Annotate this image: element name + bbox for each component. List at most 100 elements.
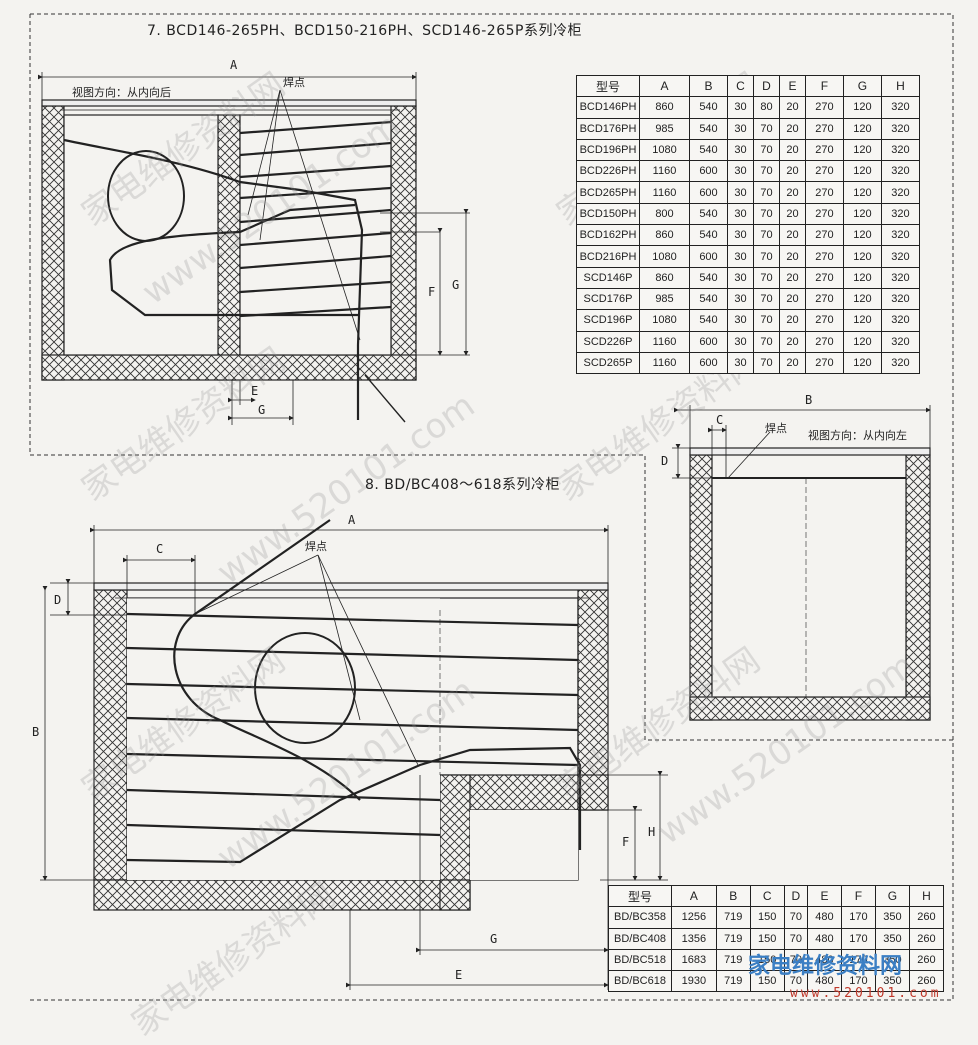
drawing-sheet: 家电维修资料网 www.520101.com 家电维修资料网 家电维修资料网 家…	[29, 13, 954, 1044]
table-cell: 30	[726, 202, 754, 226]
table-cell: 320	[880, 245, 921, 268]
table-cell: 1256	[671, 906, 717, 929]
section8-dim-e: E	[455, 968, 463, 982]
section8-dim-f: F	[622, 835, 630, 849]
section7-evaporator-tubes	[63, 120, 406, 423]
section8-dim-d: D	[54, 593, 62, 607]
table-cell: SCD196P	[576, 309, 640, 332]
section7-weld-label: 焊点	[283, 76, 305, 89]
table-cell: 320	[880, 309, 921, 332]
table-cell: 600	[689, 351, 728, 375]
table-header-cell: D	[783, 884, 808, 908]
table-cell: BCD226PH	[576, 160, 640, 183]
table-cell: 260	[908, 927, 945, 950]
table-header-cell: F	[804, 74, 844, 98]
table-cell: 70	[752, 224, 780, 247]
table-cell: 30	[726, 330, 754, 353]
table-cell: 985	[639, 117, 690, 140]
table-cell: BCD216PH	[576, 245, 640, 268]
table-cell: BCD162PH	[576, 224, 640, 247]
table-cell: 20	[778, 96, 806, 119]
table-cell: 70	[752, 138, 780, 162]
section7-title: 7. BCD146-265PH、BCD150-216PH、SCD146-265P…	[147, 23, 582, 39]
table-cell: 719	[715, 948, 751, 972]
table-cell: 1080	[639, 245, 690, 268]
table-header-cell: A	[671, 884, 717, 908]
table-cell: 70	[752, 287, 780, 311]
side-view-dim-b: B	[805, 393, 813, 407]
table-cell: 120	[842, 287, 882, 311]
table-cell: 80	[752, 96, 780, 119]
table-cell: 320	[880, 181, 921, 204]
table-cell: 120	[842, 351, 882, 375]
side-view-weld-label: 焊点	[765, 422, 787, 435]
table-cell: 270	[804, 287, 844, 311]
table-cell: 70	[752, 266, 780, 289]
table-cell: 860	[639, 224, 690, 247]
side-view-insulation-bottom	[689, 696, 931, 721]
table-cell: 1930	[671, 970, 717, 993]
table-cell: 1160	[639, 181, 690, 204]
side-view-lid	[689, 447, 931, 456]
table-cell: 170	[840, 927, 876, 950]
table-cell: 540	[689, 266, 728, 289]
table-cell: 20	[778, 202, 806, 226]
table-cell: 20	[778, 138, 806, 162]
table-cell: 270	[804, 138, 844, 162]
table-cell: 1080	[639, 138, 690, 162]
table-cell: 860	[639, 96, 690, 119]
table-cell: 600	[689, 160, 728, 183]
table-cell: 120	[842, 245, 882, 268]
section8-dim-g: G	[490, 932, 498, 946]
table-header-cell: E	[778, 74, 806, 98]
table-cell: 20	[778, 160, 806, 183]
table-cell: BD/BC358	[608, 906, 672, 929]
section8-compressor-box-wall	[439, 774, 471, 911]
table-cell: 30	[726, 138, 754, 162]
table-cell: 70	[752, 309, 780, 332]
table-cell: 480	[806, 906, 842, 929]
table-cell: 540	[689, 96, 728, 119]
side-view-insulation-left	[689, 454, 713, 721]
table-cell: 20	[778, 266, 806, 289]
table-cell: 719	[715, 906, 751, 929]
table-cell: 860	[639, 266, 690, 289]
table-header-cell: B	[715, 884, 751, 908]
table-cell: 30	[726, 160, 754, 183]
section8-dim-b: B	[32, 725, 40, 739]
table-cell: 70	[752, 330, 780, 353]
table-header-cell: D	[752, 74, 780, 98]
section8-dim-a: A	[348, 513, 356, 527]
table-cell: 30	[726, 117, 754, 140]
table-cell: 20	[778, 181, 806, 204]
table-cell: 120	[842, 117, 882, 140]
table-cell: 270	[804, 351, 844, 375]
table-cell: 719	[715, 970, 751, 993]
table-cell: 320	[880, 202, 921, 226]
table-cell: 120	[842, 181, 882, 204]
table-cell: 1683	[671, 948, 717, 972]
section7-insulation-bottom	[41, 354, 417, 381]
technical-drawing	[29, 13, 954, 1001]
table-cell: 260	[908, 970, 945, 993]
table-cell: 270	[804, 309, 844, 332]
section8-insulation-right	[577, 589, 609, 811]
side-view-dim-d: D	[661, 454, 669, 468]
table-header-cell: C	[749, 884, 785, 908]
table-cell: 20	[778, 351, 806, 375]
table-cell: 320	[880, 224, 921, 247]
table-cell: 540	[689, 287, 728, 311]
table-header-cell: H	[880, 74, 921, 98]
table-cell: 350	[874, 906, 910, 929]
table-cell: 120	[842, 160, 882, 183]
site-logo-url: www.520101.com	[790, 986, 942, 1001]
table-cell: BD/BC618	[608, 970, 672, 993]
